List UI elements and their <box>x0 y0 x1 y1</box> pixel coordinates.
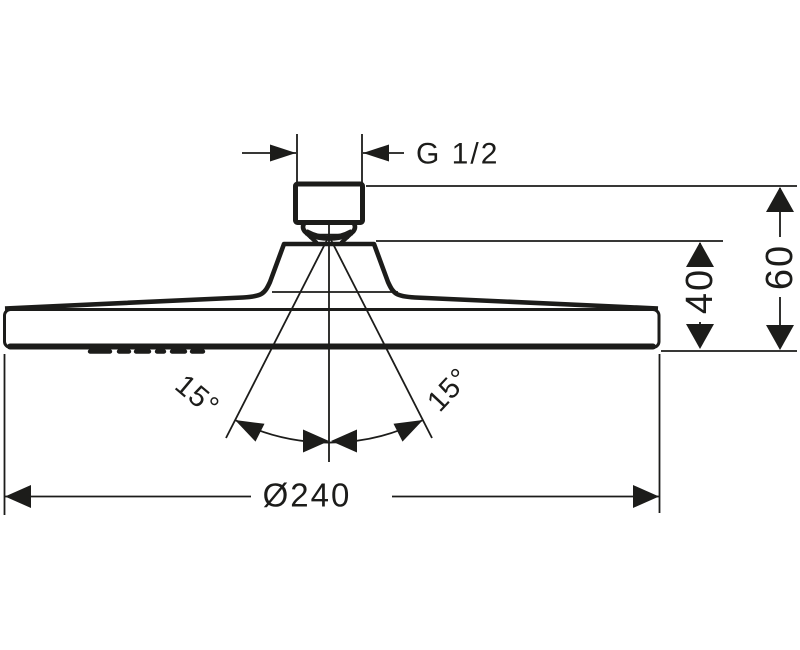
dimension-thread: G 1/2 <box>242 134 499 183</box>
spray-angle-label-left: 15° <box>169 369 225 424</box>
spray-angle-arrow-center-right <box>331 429 357 453</box>
spray-angle-arrow-outer-right <box>393 420 423 442</box>
body-height-arrow-up <box>686 242 714 267</box>
body-height-label: 40 <box>679 268 721 314</box>
disc-rim-band <box>3 308 661 349</box>
neck-right-edge <box>339 229 356 245</box>
spray-cone-outline <box>4 241 659 311</box>
thread-arrow-right <box>363 144 389 162</box>
dimension-body-height: 40 <box>376 240 723 349</box>
spray-angle-label-right: 15° <box>421 362 476 418</box>
spray-line-left <box>225 235 330 439</box>
dimension-diameter: Ø240 <box>3 354 661 515</box>
neck-left-edge <box>302 229 319 245</box>
dimension-total-height: 60 <box>366 185 800 352</box>
total-height-arrow-down <box>766 325 794 350</box>
spray-line-right <box>328 235 433 439</box>
body-height-arrow-down <box>686 324 714 349</box>
spray-angle-arrow-outer-left <box>235 420 265 442</box>
total-height-arrow-up <box>766 187 794 212</box>
thread-size-label: G 1/2 <box>416 138 499 171</box>
shower-head <box>3 181 661 462</box>
diameter-arrow-left <box>5 485 31 508</box>
diameter-label: Ø240 <box>263 477 352 514</box>
total-height-label: 60 <box>759 244 800 290</box>
thread-arrow-left <box>270 144 296 162</box>
spray-angle-arrow-center-left <box>303 429 329 453</box>
connector-nut <box>293 181 365 225</box>
dimension-spray-angle: 15° 15° <box>169 362 477 453</box>
diameter-arrow-right <box>633 485 659 508</box>
